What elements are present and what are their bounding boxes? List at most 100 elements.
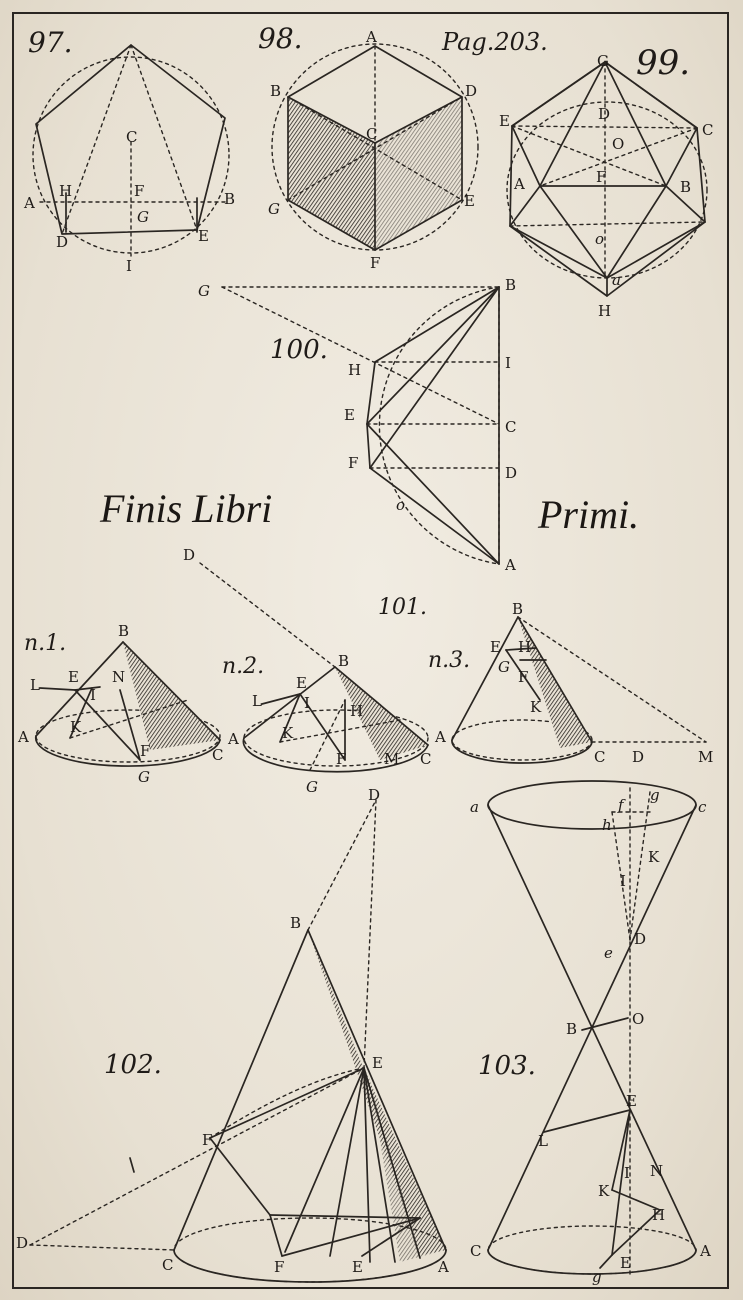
figure-97 xyxy=(32,44,230,257)
f98-label: B xyxy=(270,82,281,100)
caption-finis-libri: Finis Libri xyxy=(99,486,272,531)
f97-label: C xyxy=(126,128,137,146)
f103-label: h xyxy=(602,816,612,834)
f103-label: A xyxy=(699,1242,711,1260)
f100-label: E xyxy=(344,406,355,424)
f100-label: C xyxy=(505,418,516,436)
f97-label: D xyxy=(56,233,68,251)
f102-label: D xyxy=(368,786,380,804)
f100-semicircle xyxy=(378,286,500,565)
figure-100 xyxy=(221,286,500,565)
f101-label: B xyxy=(338,652,349,670)
f101-label: K xyxy=(282,724,294,742)
f102-label: E xyxy=(352,1258,363,1276)
f98-label: G xyxy=(268,200,280,218)
figure-101-n3 xyxy=(451,616,707,764)
f103-number: 103. xyxy=(478,1051,536,1081)
f101-label: F xyxy=(140,742,150,760)
f103-label: H xyxy=(652,1206,665,1224)
figure-98 xyxy=(271,43,479,251)
f101-number: 101. xyxy=(378,595,427,620)
f101-label: D xyxy=(183,546,195,564)
f103-label: C xyxy=(470,1242,481,1260)
f98-label: A xyxy=(365,28,377,46)
f103-label: c xyxy=(698,798,707,816)
f101-label: F xyxy=(336,750,346,768)
f100-label: G xyxy=(198,282,210,300)
f101-label: A xyxy=(17,728,29,746)
f101-label: G xyxy=(498,658,510,676)
f101-n3-number: n.3. xyxy=(428,648,470,673)
f101-label: B xyxy=(118,622,129,640)
f99-label: G xyxy=(597,52,609,70)
f101-label: L xyxy=(30,676,40,694)
f103-label: a xyxy=(470,798,479,816)
f101-label: K xyxy=(530,698,542,716)
f99-label: A xyxy=(513,175,525,193)
f99-number: 99. xyxy=(636,43,690,83)
f97-number: 97. xyxy=(28,26,73,59)
f99-label: o xyxy=(595,230,604,248)
f97-circle xyxy=(32,56,230,254)
f97-label: G xyxy=(137,208,149,226)
f100-label: D xyxy=(505,464,517,482)
f100-label: B xyxy=(505,276,516,294)
f102-label: F xyxy=(202,1131,212,1149)
page-reference: Pag.203. xyxy=(441,28,548,56)
f103-label: O xyxy=(632,1010,644,1028)
f97-label: A xyxy=(23,194,35,212)
f99-label: D xyxy=(598,105,610,123)
f103-label: g xyxy=(650,786,660,804)
f100-number: 100. xyxy=(270,335,328,365)
figure-99 xyxy=(506,61,708,297)
f98-label: E xyxy=(464,192,475,210)
f103-label: f xyxy=(617,796,626,814)
f101-label: A xyxy=(434,728,446,746)
f98-label: D xyxy=(465,82,477,100)
f101-label: M xyxy=(384,750,399,768)
f99-label: H xyxy=(598,302,611,320)
f103-label: N xyxy=(650,1162,663,1180)
f101-label: I xyxy=(90,686,96,704)
f101-label: B xyxy=(512,600,523,618)
f98-label: F xyxy=(370,254,380,272)
f99-label: F xyxy=(596,168,606,186)
f102-label: D xyxy=(16,1234,28,1252)
f101-label: E xyxy=(68,668,79,686)
f101-n2-number: n.2. xyxy=(222,654,264,679)
f100-label: A xyxy=(504,556,516,574)
f101-label: G xyxy=(138,768,150,786)
f101-label: G xyxy=(306,778,318,796)
f97-pentagon xyxy=(35,44,226,235)
caption-primi: Primi. xyxy=(537,492,639,537)
f101-label: H xyxy=(518,638,531,656)
f101-label: L xyxy=(252,692,262,710)
f97-label: H xyxy=(59,182,72,200)
f103-label: K xyxy=(648,848,660,866)
plate-border xyxy=(12,12,729,1289)
f101-label: E xyxy=(490,638,501,656)
f103-label: L xyxy=(538,1132,548,1150)
f103-label: B xyxy=(566,1020,577,1038)
f103-label: I xyxy=(624,1164,630,1182)
f102-label: C xyxy=(162,1256,173,1274)
f99-label: E xyxy=(499,112,510,130)
f97-label: I xyxy=(126,257,132,275)
f99-label: B xyxy=(680,178,691,196)
f98-label: C xyxy=(366,125,377,143)
f101-label: E xyxy=(296,674,307,692)
f102-label: B xyxy=(290,914,301,932)
f103-label: g xyxy=(592,1268,602,1286)
f101-label: N xyxy=(112,668,125,686)
f100-label: I xyxy=(505,354,511,372)
f101-label: H xyxy=(350,702,363,720)
f97-label: F xyxy=(134,182,144,200)
f101-label: A xyxy=(227,730,239,748)
f97-label: B xyxy=(224,190,235,208)
f102-label: F xyxy=(274,1258,284,1276)
f99-label: a xyxy=(612,271,621,289)
f99-label: O xyxy=(612,135,624,153)
f101-label: K xyxy=(70,718,82,736)
